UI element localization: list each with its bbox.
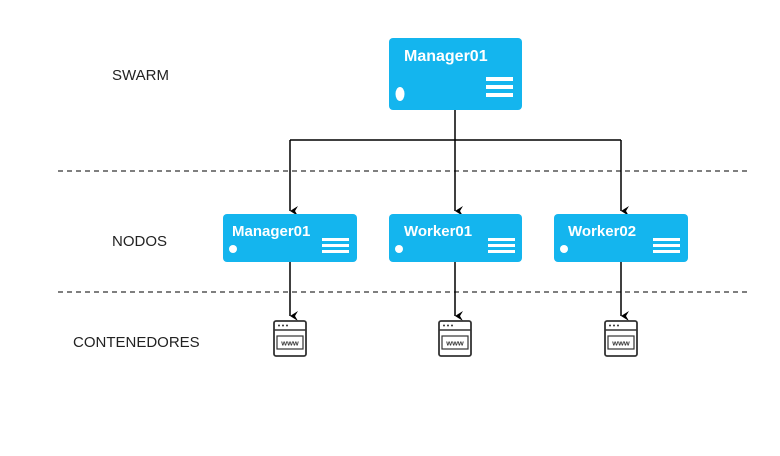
container-connectors [289,262,629,321]
server-icon [395,238,515,253]
container-3[interactable]: www [604,320,638,357]
swarm-manager-label: Manager01 [404,48,488,65]
container-label: www [445,339,464,348]
layer-label-nodos: NODOS [112,233,167,250]
node-worker02[interactable]: Worker02 [554,214,688,262]
container-label: www [611,339,630,348]
node-manager01[interactable]: Manager01 [223,214,357,262]
layer-label-contenedores: CONTENEDORES [73,334,200,351]
connector-tree [289,110,629,216]
swarm-manager-node[interactable]: Manager01 [389,38,522,110]
web-page-icon [438,320,472,357]
node-label: Worker01 [404,223,472,240]
server-icon [560,238,680,253]
web-page-icon [273,320,307,357]
node-worker01[interactable]: Worker01 [389,214,522,262]
container-1[interactable]: www [273,320,307,357]
server-icon [229,238,349,253]
node-label: Worker02 [568,223,636,240]
web-page-icon [604,320,638,357]
container-2[interactable]: www [438,320,472,357]
layer-label-swarm: SWARM [112,67,169,84]
server-icon [395,77,513,101]
container-label: www [280,339,299,348]
node-label: Manager01 [232,223,310,240]
